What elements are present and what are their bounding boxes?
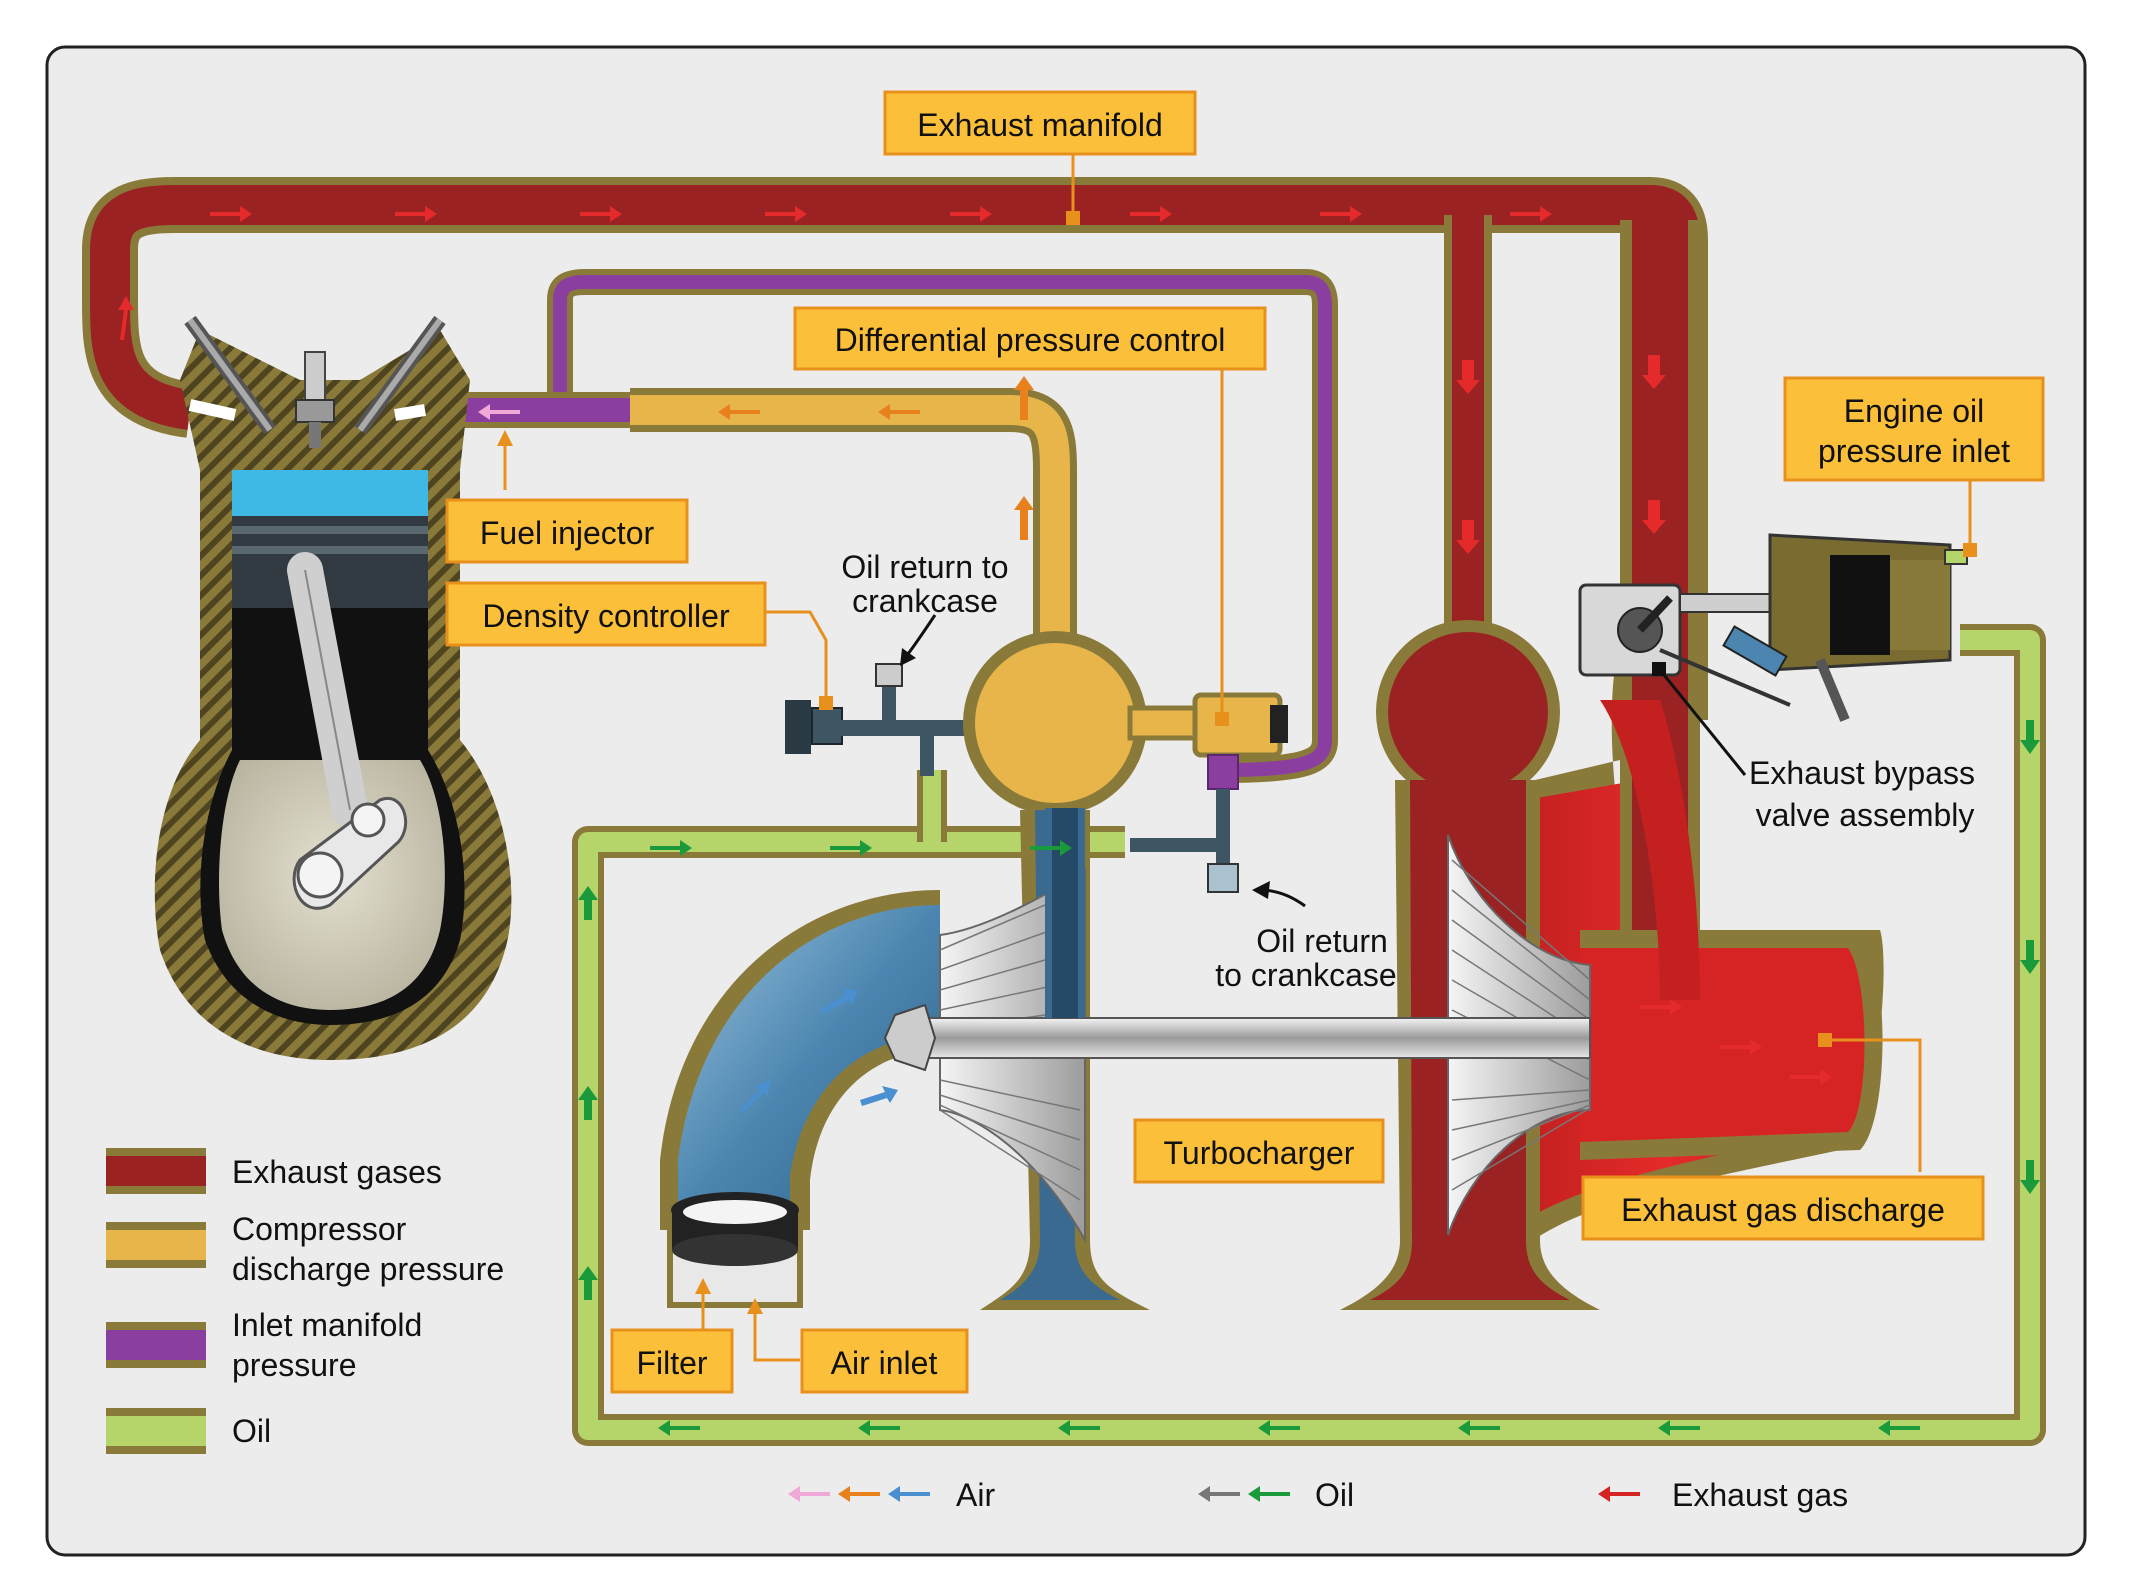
- turbo-shaft: [883, 808, 1591, 1072]
- callout-turbocharger: Turbocharger: [1133, 1118, 1385, 1184]
- label-exhaust-bypass-line1: Exhaust bypass: [1749, 755, 1975, 791]
- piston-crown: [232, 470, 428, 516]
- engine-cylinder: [154, 315, 512, 1060]
- air-filter: [667, 1192, 803, 1308]
- exhaust-bypass-valve-assembly: [1578, 533, 1968, 722]
- legend-oil: Oil: [232, 1413, 271, 1449]
- compressor-discharge-pipe: [630, 388, 1077, 660]
- compressor-chamber: [963, 631, 1288, 893]
- legend-inlet-manifold-line2: pressure: [232, 1347, 357, 1383]
- oil-flow-arrows: [578, 720, 2040, 1436]
- label-oil-return-top-line2: crankcase: [852, 583, 998, 619]
- svg-text:Density controller: Density controller: [482, 598, 730, 634]
- label-oil-return-top-line1: Oil return to: [841, 549, 1008, 585]
- leader-lines: [503, 154, 1972, 1362]
- exhaust-flow-arrows: [118, 206, 1832, 1085]
- callout-engine-oil-pressure-inlet: Engine oil pressure inlet: [1783, 376, 2045, 482]
- svg-text:Engine oil: Engine oil: [1844, 393, 1985, 429]
- callout-filter: Filter: [610, 1328, 734, 1394]
- density-controller: [785, 663, 990, 776]
- arrow-legend-air: Air: [956, 1477, 995, 1513]
- label-oil-return-mid-line1: Oil return: [1256, 923, 1388, 959]
- svg-text:Exhaust manifold: Exhaust manifold: [917, 107, 1162, 143]
- callout-fuel-injector: Fuel injector: [445, 498, 689, 564]
- svg-text:Fuel injector: Fuel injector: [480, 515, 655, 551]
- legend-inlet-manifold-line1: Inlet manifold: [232, 1307, 422, 1343]
- svg-text:Air inlet: Air inlet: [831, 1345, 938, 1381]
- svg-text:Turbocharger: Turbocharger: [1164, 1135, 1355, 1171]
- exhaust-column: [1600, 220, 1700, 1000]
- callout-exhaust-gas-discharge: Exhaust gas discharge: [1581, 1175, 1985, 1241]
- spark-plug: [295, 351, 335, 448]
- callout-exhaust-manifold: Exhaust manifold: [883, 90, 1197, 156]
- label-exhaust-bypass-line2: valve assembly: [1756, 797, 1975, 833]
- arrow-legend-exhaust-gas: Exhaust gas: [1672, 1477, 1848, 1513]
- plain-labels: Oil return to crankcase Oil return to cr…: [841, 549, 1975, 993]
- arrow-legend: Air Oil Exhaust gas: [788, 1477, 1848, 1513]
- exhaust-manifold-pipe: [82, 177, 1708, 720]
- svg-text:Filter: Filter: [636, 1345, 707, 1381]
- callout-differential-pressure-control: Differential pressure control: [793, 306, 1267, 371]
- arrow-legend-oil: Oil: [1315, 1477, 1354, 1513]
- callout-density-controller: Density controller: [445, 581, 767, 647]
- label-oil-return-mid-line2: to crankcase: [1215, 957, 1396, 993]
- callouts: Exhaust manifold Differential pressure c…: [445, 90, 2045, 1394]
- legend: Exhaust gases Compressor discharge press…: [106, 1148, 504, 1454]
- svg-text:pressure inlet: pressure inlet: [1818, 433, 2010, 469]
- differential-pressure-control-valve: [1192, 692, 1283, 758]
- svg-text:Differential pressure control: Differential pressure control: [835, 322, 1226, 358]
- svg-text:Exhaust gas discharge: Exhaust gas discharge: [1621, 1192, 1945, 1228]
- legend-compressor-line1: Compressor: [232, 1211, 407, 1247]
- legend-exhaust-gases: Exhaust gases: [232, 1154, 442, 1190]
- legend-compressor-line2: discharge pressure: [232, 1251, 504, 1287]
- callout-air-inlet: Air inlet: [800, 1328, 969, 1394]
- air-flow-arrows: [478, 376, 1034, 1112]
